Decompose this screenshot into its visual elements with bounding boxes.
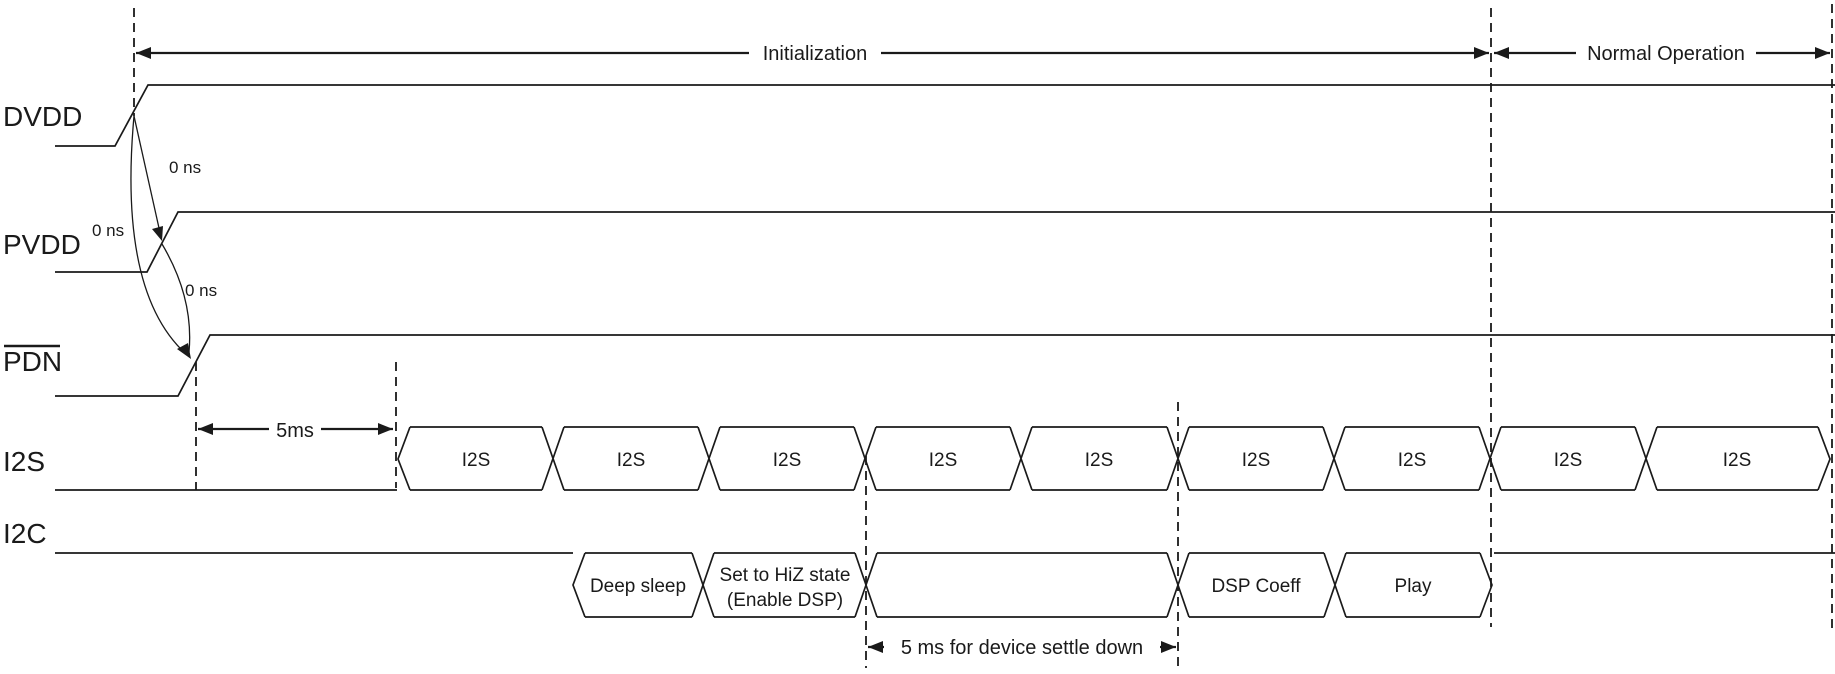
curve-dvdd-to-pdn: [130, 115, 187, 355]
i2s-bus-waveform: [55, 426, 1831, 491]
annotation-5ms: 5ms: [276, 420, 314, 442]
arrowhead-left-icon: [198, 423, 213, 435]
arrowhead-left-icon: [136, 47, 151, 59]
label-backing: [749, 40, 881, 66]
annotation-settle-down: 5 ms for device settle down: [901, 637, 1143, 659]
i2s-bus-close: [1817, 426, 1831, 491]
region-label-initialization: Initialization: [763, 43, 868, 65]
pdn-to-i2s-dimension: 5ms: [198, 415, 393, 442]
arrowhead-right-icon: [1474, 47, 1489, 59]
label-backing: [884, 633, 1160, 660]
arrowhead-left-icon: [1494, 47, 1509, 59]
i2s-bus-open: [397, 426, 411, 491]
region-label-normal-operation: Normal Operation: [1587, 43, 1745, 65]
curve-pvdd-to-pdn: [161, 243, 191, 353]
i2s-packet-label: I2S: [929, 450, 958, 471]
arrowhead-pdn-icon: [177, 343, 191, 359]
annotation-0ns-dvdd-pdn: 0 ns: [92, 221, 124, 240]
annotation-0ns-pvdd-pdn: 0 ns: [185, 281, 217, 300]
i2c-packet-label-dsp-coeff: DSP Coeff: [1211, 576, 1301, 597]
settle-dimension: 5 ms for device settle down: [868, 633, 1176, 660]
i2c-packet-label-hiz-line2: (Enable DSP): [727, 590, 843, 611]
i2c-packet-label-play: Play: [1395, 576, 1432, 597]
arrowhead-pvdd-icon: [152, 226, 163, 241]
label-backing: [269, 415, 321, 442]
dvdd-waveform: [55, 84, 1835, 147]
signal-label-dvdd: DVDD: [3, 101, 82, 132]
zero-ns-relations: 0 ns 0 ns 0 ns: [92, 115, 217, 359]
i2s-packet-edges: [410, 426, 1818, 491]
curve-dvdd-to-pvdd: [133, 115, 162, 238]
i2c-packet-label-hiz-line1: Set to HiZ state: [720, 565, 851, 586]
i2c-packet-edges: [585, 552, 1480, 618]
i2s-packet-label: I2S: [1554, 450, 1583, 471]
label-backing: [1576, 40, 1756, 66]
i2s-packet-label: I2S: [1398, 450, 1427, 471]
signal-labels: DVDD PVDD PDN I2S I2C: [3, 101, 82, 549]
arrowhead-right-icon: [378, 423, 393, 435]
arrowhead-left-icon: [868, 641, 883, 653]
i2s-packet-label: I2S: [617, 450, 646, 471]
i2s-packet-label: I2S: [462, 450, 491, 471]
arrowhead-right-icon: [1815, 47, 1830, 59]
pdn-waveform: [55, 334, 1835, 397]
signal-label-pvdd: PVDD: [3, 229, 81, 260]
i2c-bus-close: [1479, 552, 1493, 618]
arrowhead-right-icon: [1161, 641, 1176, 653]
pvdd-waveform: [55, 211, 1835, 273]
region-dimensions: Initialization Normal Operation: [136, 40, 1830, 66]
i2s-packet-label: I2S: [1723, 450, 1752, 471]
i2s-packet-label: I2S: [773, 450, 802, 471]
annotation-0ns-dvdd-pvdd: 0 ns: [169, 158, 201, 177]
i2c-bus-waveform: [55, 552, 1835, 618]
signal-label-i2s: I2S: [3, 446, 45, 477]
i2s-packet-label: I2S: [1085, 450, 1114, 471]
i2s-packet-label: I2S: [1242, 450, 1271, 471]
supply-waveforms: [55, 84, 1835, 397]
signal-label-i2c: I2C: [3, 518, 47, 549]
i2s-packet-labels: I2S I2S I2S I2S I2S I2S I2S I2S I2S: [462, 450, 1752, 471]
i2c-crossovers: [691, 552, 1347, 618]
i2c-packet-label-deep-sleep: Deep sleep: [590, 576, 686, 597]
dashed-guides: [133, 4, 1833, 668]
i2s-crossovers: [541, 426, 1658, 491]
i2c-bus-open: [572, 552, 586, 618]
signal-label-pdn: PDN: [3, 346, 62, 377]
i2c-packet-labels: Deep sleep Set to HiZ state (Enable DSP)…: [590, 565, 1432, 611]
